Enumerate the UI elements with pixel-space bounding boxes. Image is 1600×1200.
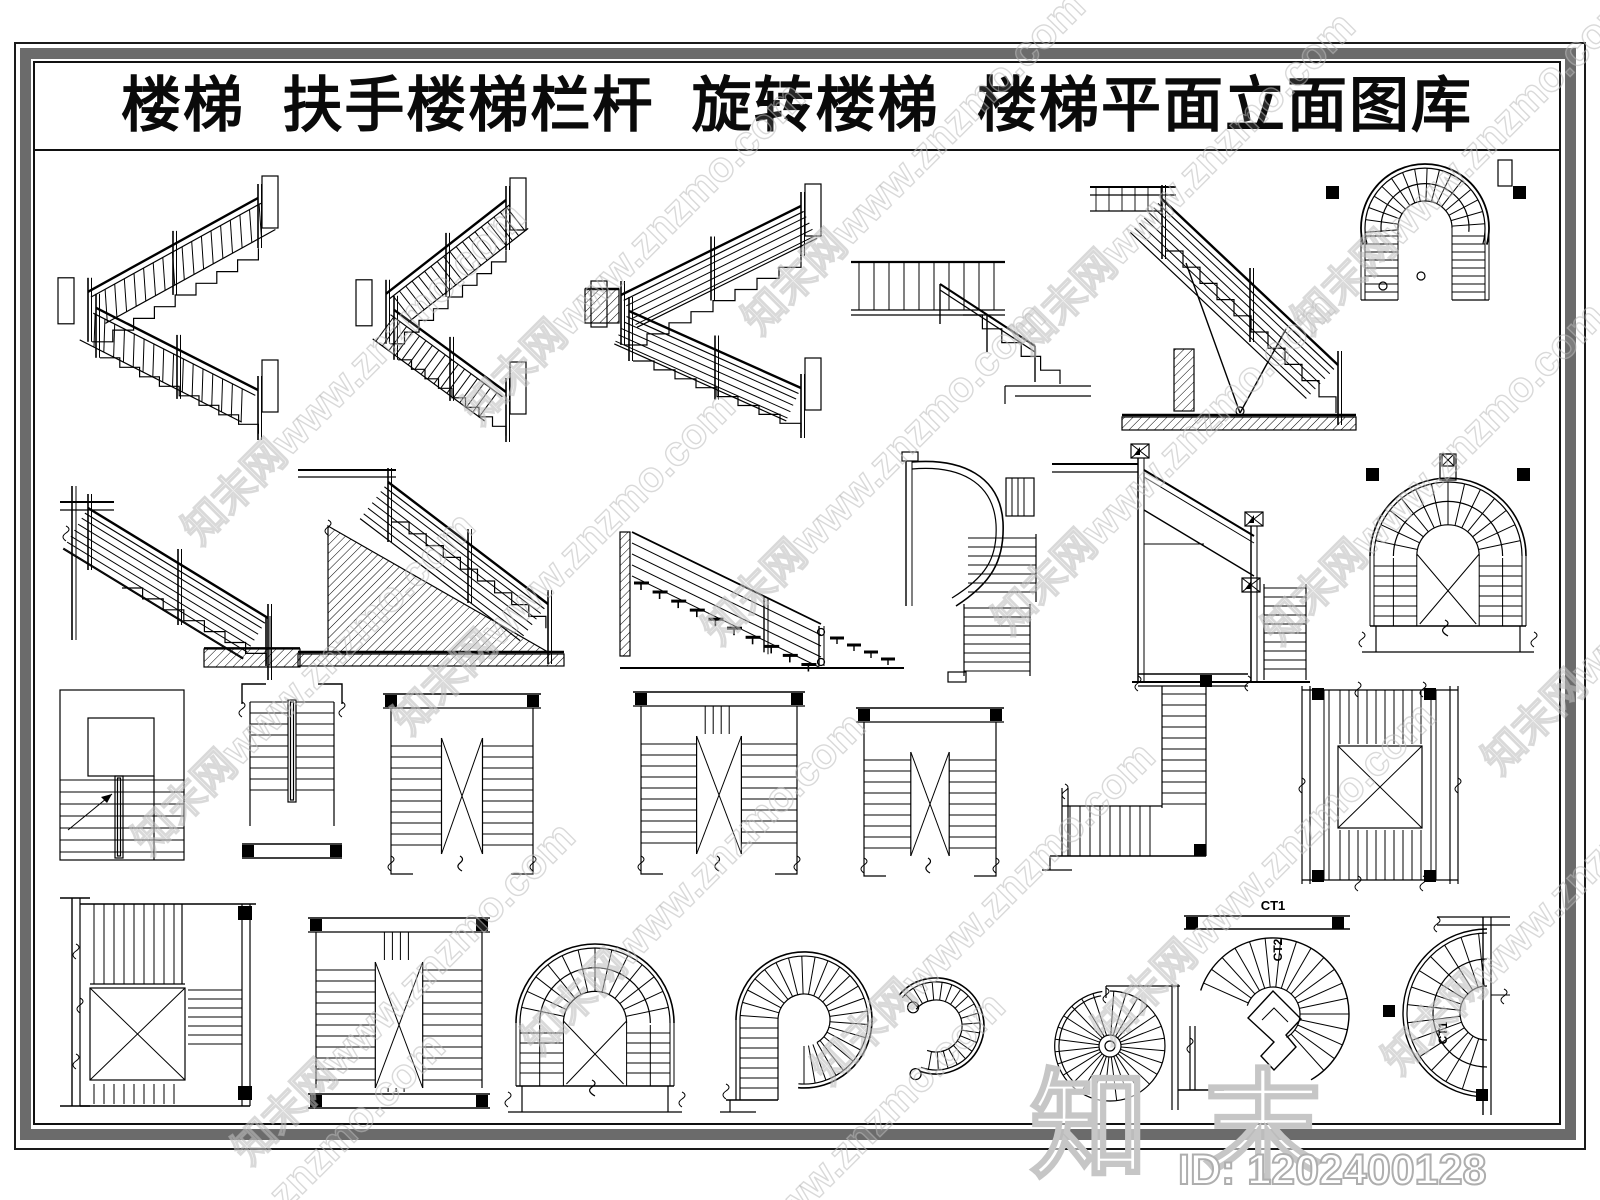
dogleg-stair-plan-x-large	[383, 688, 541, 880]
straight-stair-railing-elevation-a	[58, 468, 306, 680]
arched-fan-stair-plan	[1358, 452, 1538, 660]
double-run-stair-elevation-hatched	[52, 168, 292, 440]
steel-stair-truss-elevation	[1088, 165, 1360, 433]
straight-stair-railing-elevation-b	[297, 456, 566, 678]
dogleg-stair-plan-double-beam	[308, 912, 490, 1114]
double-run-stair-elevation-balusters	[350, 170, 540, 442]
u-return-stair-plan	[58, 688, 188, 866]
l-shape-stair-plan	[1042, 668, 1254, 871]
bracket-tread-stair-elevation	[616, 476, 908, 674]
watermark-logo: 知末	[1029, 1060, 1379, 1195]
sheet-gray-frame	[20, 48, 1576, 1140]
newel-post-railing-elevation	[1052, 436, 1310, 684]
curved-handrail-stair-elevation	[896, 448, 1048, 686]
dogleg-stair-plan-x-small	[856, 702, 1004, 882]
sheet-outer-border	[14, 42, 1586, 1150]
sheet-title: 楼梯 扶手楼梯栏杆 旋转楼梯 楼梯平面立面图库	[35, 63, 1559, 151]
svg-text:CT1: CT1	[1436, 1021, 1450, 1044]
svg-text:CT2: CT2	[1271, 938, 1285, 961]
svg-text:CT1: CT1	[1261, 898, 1286, 913]
dogleg-stair-plan-x-medium	[633, 686, 805, 880]
volute-spiral-stair-plan	[878, 960, 992, 1120]
open-spiral-stair-plan	[716, 942, 873, 1119]
image-id-label: ID: 1202400128	[1177, 1145, 1487, 1195]
scissor-stair-plan	[1298, 678, 1465, 895]
double-run-stair-elevation-rails	[584, 176, 835, 438]
horseshoe-stair-plan-x	[504, 926, 686, 1120]
horseshoe-spiral-stair-plan	[1326, 159, 1528, 312]
round-spiral-stair-plan	[1050, 982, 1187, 1114]
half-round-spiral-stair-plan: CT1	[1383, 903, 1510, 1118]
parallel-double-run-stair-plan	[238, 676, 348, 876]
three-run-square-stair-plan	[60, 888, 262, 1115]
corner-stair-railing-detail	[845, 252, 1095, 412]
